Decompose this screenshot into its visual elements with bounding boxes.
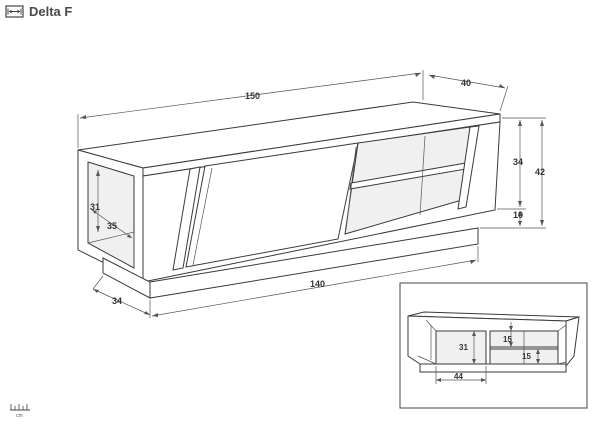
inset-left-compartment: [435, 330, 487, 365]
main-view: 150 40 42 34: [77, 70, 546, 318]
inset-dim-compartment-width: 44: [435, 366, 487, 384]
inset-view: 31 44 15 15: [399, 282, 588, 409]
dim-side-depth-label: 35: [107, 221, 117, 231]
inset-dim-compartment-height: 31: [459, 331, 476, 364]
footer: cm: [10, 404, 30, 419]
left-divider: [172, 166, 201, 271]
inset-dim-compartment-width-label: 44: [454, 372, 463, 381]
dim-body-height-label: 34: [513, 157, 523, 167]
width-arrows-icon: [5, 5, 24, 18]
dim-base-depth-label: 34: [112, 296, 122, 306]
inset-dim-compartment-height-label: 31: [459, 343, 468, 352]
dim-side-depth: 35: [91, 209, 133, 239]
dim-width: 150: [77, 70, 424, 148]
dim-base-depth: 34: [92, 275, 151, 318]
header: Delta F: [5, 4, 72, 19]
inset-dim-shelf-bottom-label: 15: [522, 352, 531, 361]
inset-dim-shelf-top-label: 15: [503, 335, 512, 344]
dim-side-height-label: 31: [90, 202, 100, 212]
ruler-icon: [10, 404, 30, 411]
sliding-door: [185, 142, 359, 268]
dim-body-height: 34: [497, 120, 526, 210]
dim-height: 42: [480, 117, 546, 229]
right-divider: [457, 125, 480, 210]
inset-dim-shelf-bottom: 15: [522, 349, 540, 364]
dim-base-width-label: 140: [310, 279, 325, 289]
inset-right-side: [565, 316, 580, 368]
inset-dim-shelf-top: 15: [503, 322, 513, 347]
page-title: Delta F: [29, 4, 72, 19]
dim-base-width: 140: [151, 246, 479, 317]
unit-label: cm: [16, 413, 23, 419]
dim-depth-label: 40: [461, 78, 471, 88]
dim-plinth-height-label: 10: [513, 210, 523, 220]
dim-depth: 40: [428, 74, 509, 112]
dim-plinth-height: 10: [513, 210, 523, 226]
inset-plinth: [419, 363, 567, 373]
plinth-side: [102, 257, 151, 299]
dim-height-label: 42: [535, 167, 545, 177]
dim-side-height: 31: [90, 170, 100, 232]
dim-width-label: 150: [245, 91, 260, 101]
